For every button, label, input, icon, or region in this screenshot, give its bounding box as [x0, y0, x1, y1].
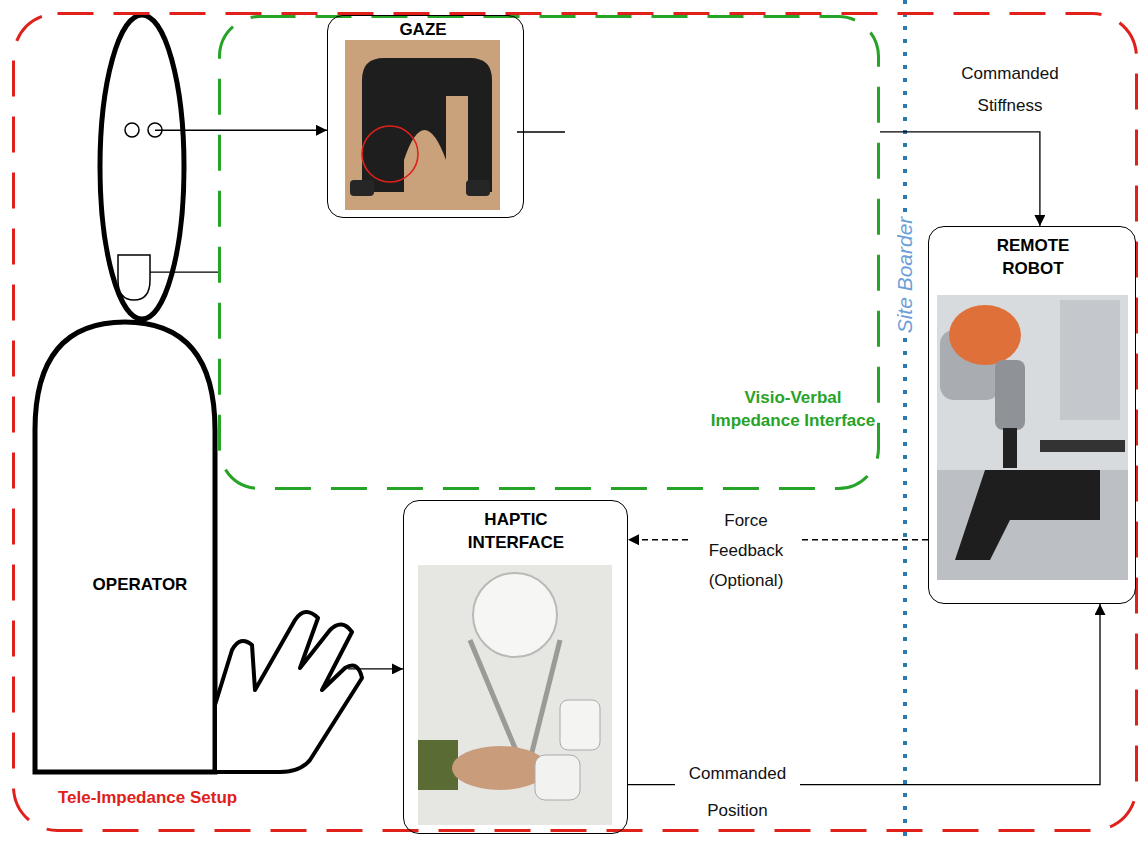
operator-mouth [118, 255, 150, 300]
rail [1040, 440, 1125, 452]
process-box: HAPTIC INTERFACE [403, 500, 628, 834]
operator-hand-photo [452, 746, 548, 790]
optical-table [937, 470, 1128, 580]
connector-arrow [150, 272, 218, 273]
region-title: Tele-Impedance Setup [58, 788, 237, 808]
lab-shelf [1060, 300, 1120, 420]
device-base [473, 573, 557, 657]
node-title: HAPTIC INTERFACE [461, 509, 571, 555]
node-title: GAZE [328, 20, 518, 40]
site-border-label: Site Boarder [893, 213, 917, 338]
workpiece [955, 470, 1100, 560]
operator-body [35, 322, 215, 772]
edge-label: Commanded Stiffness [940, 58, 1080, 123]
connector-arrow [155, 130, 327, 131]
part-foot [466, 180, 490, 196]
interface-region: GAZEVisio-Verbal Impedance Interface [218, 15, 880, 490]
wood-surface [345, 40, 500, 210]
region-outline [12, 12, 1138, 832]
setup-region: OPERATORGAZEVisio-Verbal Impedance Inter… [12, 12, 1138, 832]
end-effector [1003, 428, 1017, 468]
gaze-output-stub [517, 131, 565, 132]
process-box: GAZE [327, 15, 524, 218]
part-foot [350, 180, 374, 196]
robot-link [995, 360, 1025, 430]
operator-figure-node: OPERATOR [28, 12, 365, 775]
device-handle [535, 755, 580, 800]
robot-cap [949, 305, 1021, 365]
edge-label: Force Feedback (Optional) [690, 506, 802, 595]
gaze-photo [345, 40, 500, 210]
gaze-marker [362, 126, 418, 182]
region-title: Visio-Verbal Impedance Interface [698, 387, 888, 433]
edge-label: Commanded Position [675, 756, 800, 829]
node-title: REMOTE ROBOT [978, 235, 1088, 281]
operator-eye [125, 123, 139, 137]
operator-hand [215, 612, 362, 772]
haptic-photo [418, 565, 612, 825]
operator-sleeve [418, 740, 458, 790]
device-rod [470, 640, 520, 760]
device-joint [560, 700, 600, 750]
process-box: REMOTE ROBOT [928, 226, 1136, 604]
site-border-line [903, 0, 907, 842]
u-shaped-part [362, 58, 492, 192]
photo-background [418, 565, 612, 825]
lab-background [937, 295, 1128, 580]
device-rod [530, 640, 560, 760]
dashed-outline [14, 14, 1137, 831]
robot-photo [937, 295, 1128, 580]
connector-arrow [348, 668, 403, 669]
operator-figure [35, 15, 362, 772]
node-title: OPERATOR [50, 575, 230, 595]
operator-head [100, 15, 184, 319]
